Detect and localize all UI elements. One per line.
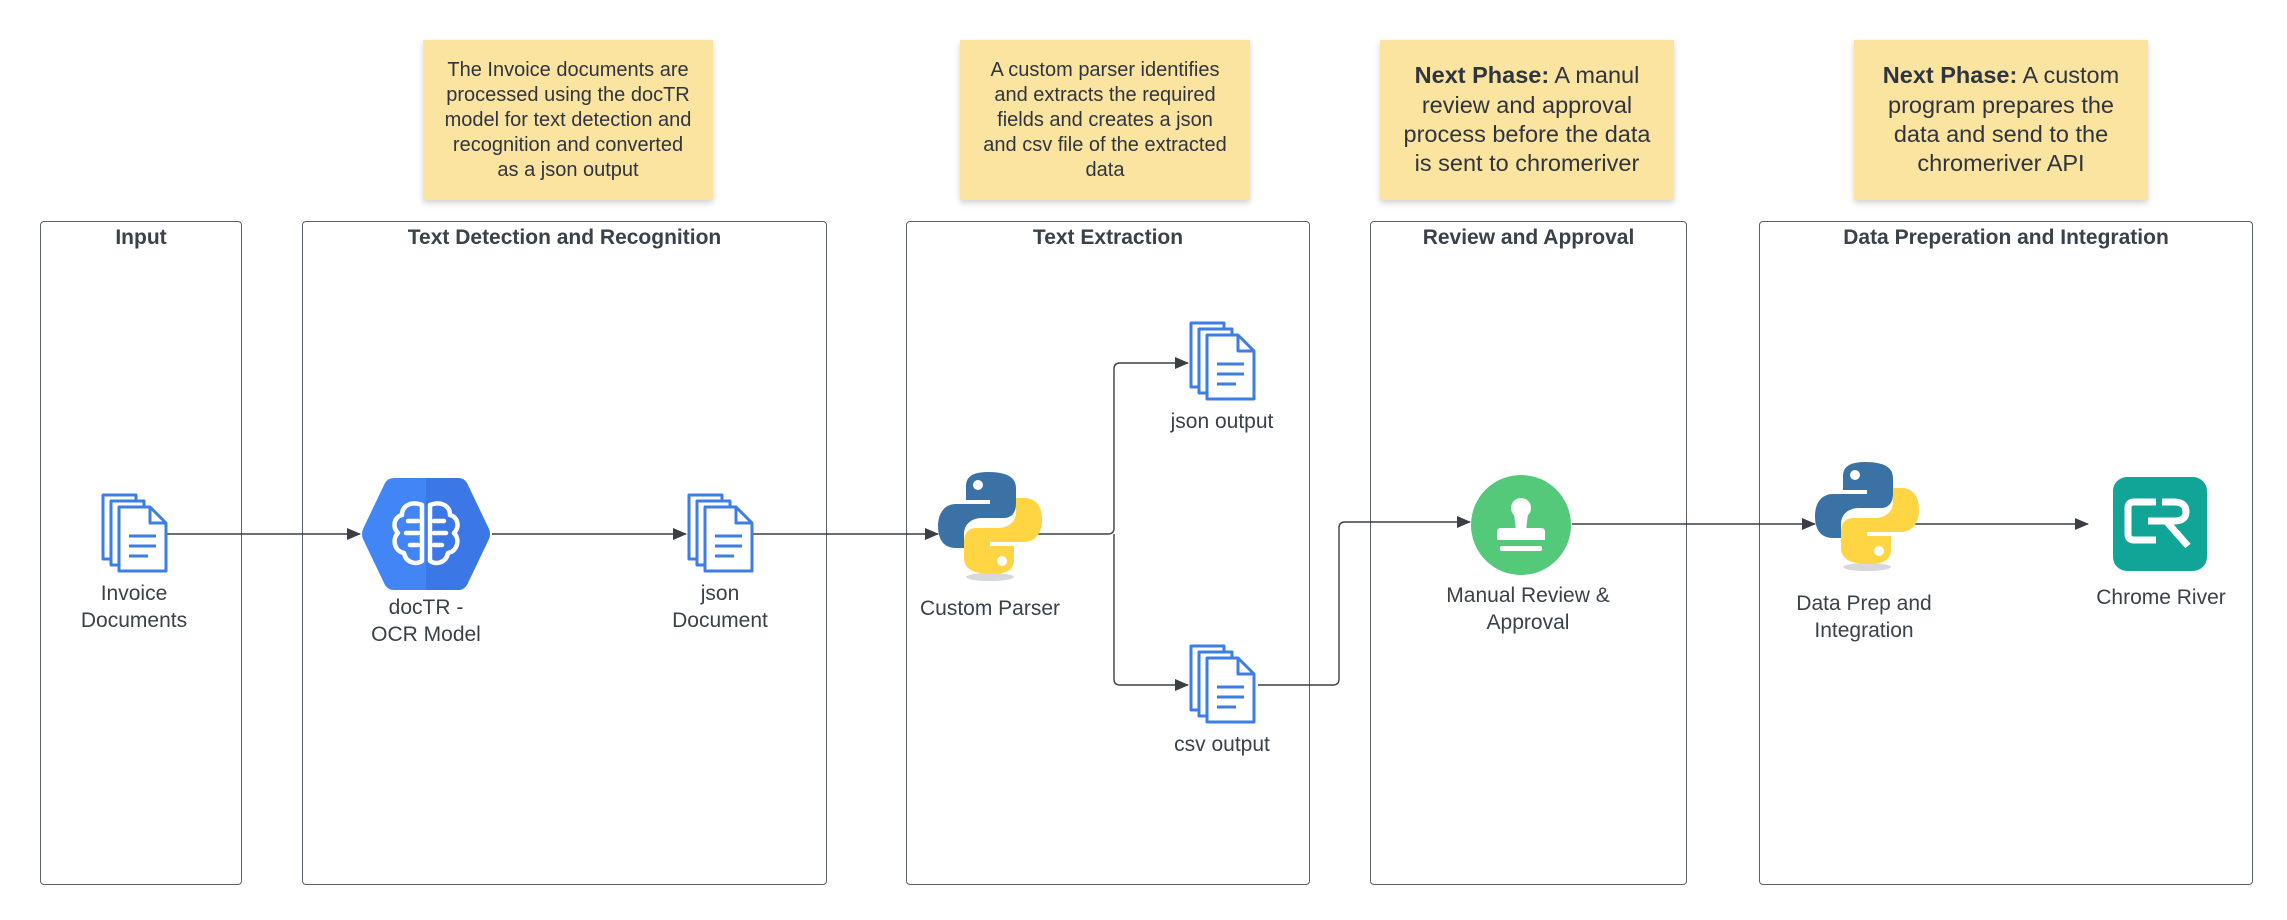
note-text-detection: The Invoice documents are processed usin…: [423, 40, 713, 200]
json-document-label: json Document: [672, 582, 768, 632]
lane-text-detection-title: Text Detection and Recognition: [407, 226, 722, 249]
lane-review-title: Review and Approval: [1422, 226, 1635, 249]
note-text-extraction: A custom parser identifies and extracts …: [960, 40, 1250, 200]
note-integration-text: A custom program prepares the data and s…: [1888, 62, 2120, 177]
lane-input-title: Input: [115, 226, 167, 249]
invoice-documents-label: Invoice Documents: [80, 582, 188, 632]
documents-icon: [687, 493, 754, 573]
doctr-label: docTR - OCR Model: [371, 596, 481, 646]
documents-icon: [101, 493, 168, 573]
ai-brain-icon: [362, 478, 490, 590]
note-review-phase: Next Phase: A manul review and approval …: [1380, 40, 1674, 200]
python-icon: [1815, 462, 1919, 571]
lane-integration-title: Data Preperation and Integration: [1843, 226, 2169, 249]
note-integration-phase: Next Phase: A custom program prepares th…: [1854, 40, 2148, 200]
json-output-label: json output: [1170, 410, 1274, 433]
chrome-river-label: Chrome River: [2096, 586, 2226, 609]
edge-csv-to-review: [1258, 516, 1471, 686]
documents-icon: [1189, 321, 1256, 401]
custom-parser-label: Custom Parser: [919, 597, 1061, 620]
lane-text-extraction-title: Text Extraction: [1032, 226, 1184, 249]
manual-review-label: Manual Review & Approval: [1446, 584, 1610, 634]
csv-output-label: csv output: [1174, 733, 1270, 756]
edge-parser-to-csv-output: [1113, 534, 1189, 691]
chrome-river-logo: [2113, 477, 2207, 571]
documents-icon: [1189, 644, 1256, 724]
approval-stamp-icon: [1471, 475, 1571, 575]
note-integration-bold: Next Phase:: [1882, 62, 2018, 89]
note-review-bold: Next Phase:: [1414, 62, 1550, 89]
python-icon: [938, 472, 1042, 581]
note-text-detection-text: The Invoice documents are processed usin…: [444, 58, 692, 181]
data-prep-label: Data Prep and Integration: [1796, 592, 1932, 642]
edge-parser-to-json-output: [1038, 357, 1189, 535]
note-text-extraction-text: A custom parser identifies and extracts …: [983, 58, 1227, 181]
note-review-text: A manul review and approval process befo…: [1403, 62, 1651, 177]
